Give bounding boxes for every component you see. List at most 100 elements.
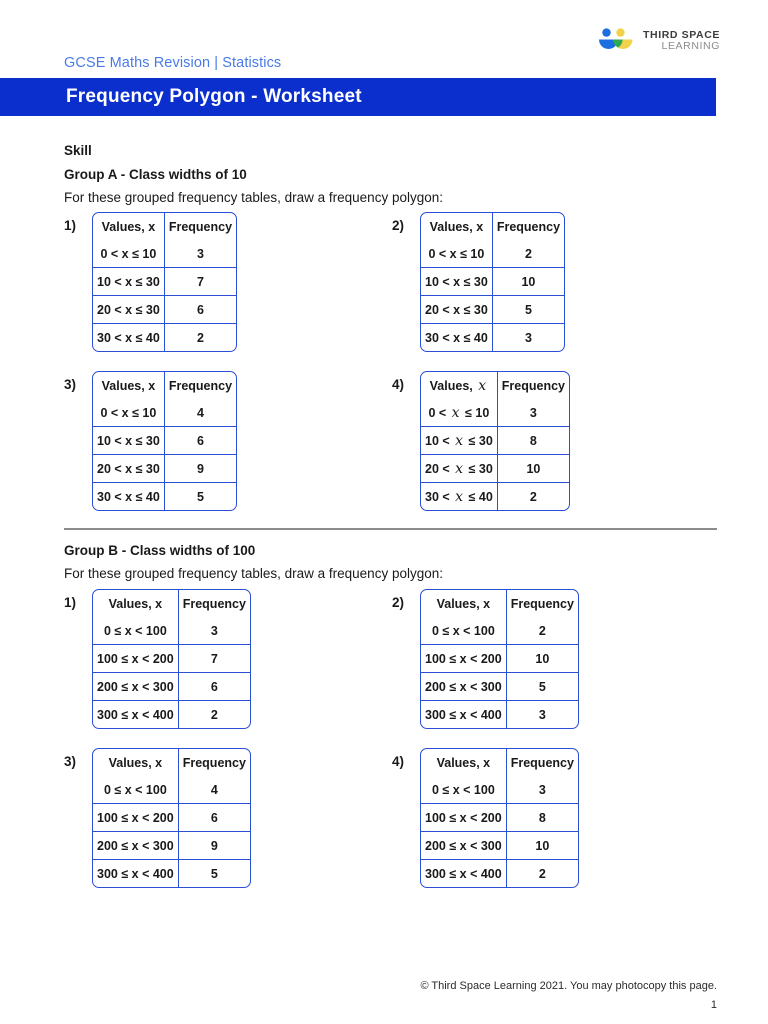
logo-line-2: LEARNING xyxy=(661,40,720,52)
table-header-row: Values, x Frequency xyxy=(421,749,578,776)
table-header-row: Values, x Frequency xyxy=(93,749,250,776)
cell-frequency: 4 xyxy=(177,776,250,803)
cell-frequency: 5 xyxy=(163,482,237,510)
table-row: 0 < x ≤ 10 3 xyxy=(93,240,236,267)
cell-frequency: 8 xyxy=(505,803,578,831)
math-variable-x: x xyxy=(478,377,487,394)
logo-line-1: THIRD SPACE xyxy=(643,28,720,41)
cell-value-range: 200 ≤ x < 300 xyxy=(93,831,178,859)
cell-frequency: 2 xyxy=(505,617,578,644)
column-header-values: Values, x xyxy=(436,596,491,611)
cell-frequency: 3 xyxy=(505,776,578,803)
group-b-intro: For these grouped frequency tables, draw… xyxy=(64,566,443,581)
cell-value-range: 200 ≤ x < 300 xyxy=(93,672,178,700)
cell-frequency: 2 xyxy=(491,240,564,267)
group-b-heading: Group B - Class widths of 100 xyxy=(64,543,256,558)
cell-value-range: 0 < x ≤ 10 xyxy=(428,246,485,261)
question-number: 2) xyxy=(392,218,405,233)
cell-frequency: 6 xyxy=(163,426,237,454)
cell-frequency: 8 xyxy=(496,426,569,454)
cell-value-range: 300 ≤ x < 400 xyxy=(93,859,178,887)
cell-frequency: 9 xyxy=(163,454,237,482)
table-header-row: Values, x Frequency xyxy=(93,372,236,399)
cell-value-range: 0 ≤ x < 100 xyxy=(103,782,167,797)
table-row: 0 < x ≤ 10 4 xyxy=(93,399,236,426)
question-number: 1) xyxy=(64,218,77,233)
cell-frequency: 5 xyxy=(177,859,250,887)
column-header-frequency: Frequency xyxy=(505,749,578,776)
cell-value-range: 10 < x ≤ 30 xyxy=(93,267,164,295)
cell-value-range: 30 < x ≤ 40 xyxy=(93,482,164,510)
column-header-frequency: Frequency xyxy=(177,590,250,617)
cell-frequency: 10 xyxy=(491,267,565,295)
question-number: 4) xyxy=(392,377,405,392)
title-banner: Frequency Polygon - Worksheet xyxy=(0,78,716,116)
column-header-frequency: Frequency xyxy=(496,372,569,399)
cell-frequency: 7 xyxy=(177,644,250,672)
cell-value-range: 10 < x ≤ 30 xyxy=(421,267,492,295)
cell-value-range: 0 < x ≤ 10 xyxy=(100,246,157,261)
cell-value-range: 20 < x ≤ 30 xyxy=(421,454,497,482)
column-header-frequency: Frequency xyxy=(163,372,236,399)
cell-frequency: 3 xyxy=(163,240,236,267)
cell-value-range: 10 < x ≤ 30 xyxy=(421,426,497,454)
group-a-heading: Group A - Class widths of 10 xyxy=(64,167,247,182)
cell-value-range: 300 ≤ x < 400 xyxy=(421,700,506,728)
cell-frequency: 2 xyxy=(496,482,569,510)
column-header-values: Values, x xyxy=(108,755,163,770)
cell-value-range: 0 < x ≤ 10 xyxy=(100,405,157,420)
cell-value-range: 30 < x ≤ 40 xyxy=(93,323,164,351)
cell-frequency: 3 xyxy=(496,399,569,426)
cell-frequency: 2 xyxy=(163,323,237,351)
cell-frequency: 3 xyxy=(505,700,578,728)
question-number: 1) xyxy=(64,595,77,610)
page-title: Frequency Polygon - Worksheet xyxy=(66,86,362,107)
cell-frequency: 6 xyxy=(177,803,250,831)
cell-frequency: 4 xyxy=(163,399,236,426)
skill-label: Skill xyxy=(64,143,92,158)
column-header-frequency: Frequency xyxy=(177,749,250,776)
question-number: 3) xyxy=(64,377,77,392)
math-variable-x: x xyxy=(451,404,460,421)
column-header-frequency: Frequency xyxy=(163,213,236,240)
cell-value-range: 0 ≤ x < 100 xyxy=(431,782,495,797)
cell-frequency: 3 xyxy=(491,323,565,351)
column-header-values: Values, x xyxy=(436,755,491,770)
footer-page-number: 1 xyxy=(710,999,717,1011)
math-variable-x: x xyxy=(455,460,464,477)
breadcrumb[interactable]: GCSE Maths Revision | Statistics xyxy=(64,55,282,71)
cell-value-range: 100 ≤ x < 200 xyxy=(421,644,506,672)
brand-logo: THIRD SPACE LEARNING xyxy=(596,28,720,54)
column-header-values: Values, x xyxy=(101,378,156,393)
cell-value-range: 300 ≤ x < 400 xyxy=(93,700,178,728)
cell-frequency: 5 xyxy=(491,295,565,323)
cell-value-range: 100 ≤ x < 200 xyxy=(421,803,506,831)
cell-value-range: 0 ≤ x < 100 xyxy=(103,623,167,638)
cell-value-range: 300 ≤ x < 400 xyxy=(421,859,506,887)
